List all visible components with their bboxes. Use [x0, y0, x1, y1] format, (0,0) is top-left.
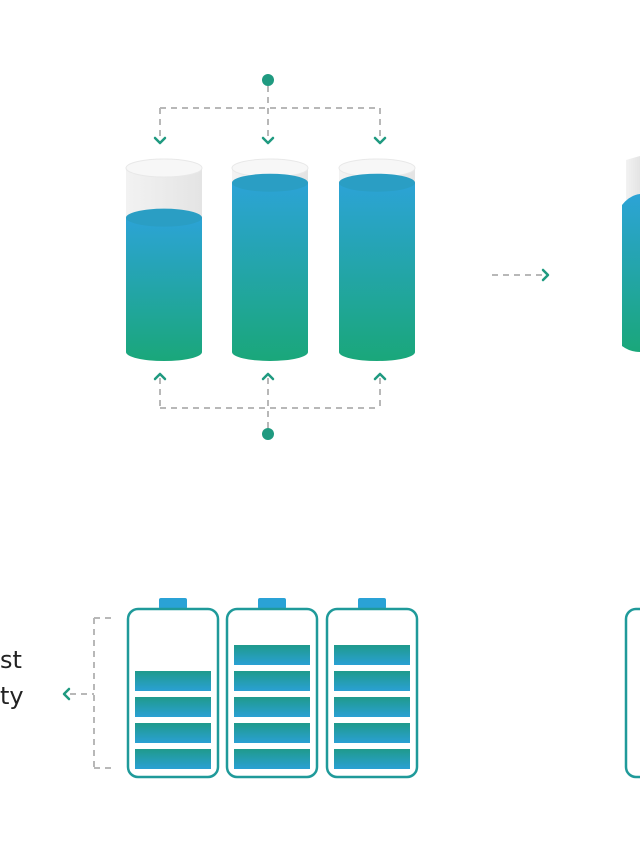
- battery-2: [225, 598, 319, 779]
- tank-1-liquid-surface: [126, 208, 202, 227]
- bottom-source-node: [262, 428, 274, 440]
- battery-2-charge-bar: [234, 697, 310, 717]
- battery-2-charge-bar: [234, 723, 310, 743]
- tank-1-liquid: [126, 217, 202, 361]
- batteries: [126, 598, 419, 779]
- battery-3-charge-bar: [334, 697, 410, 717]
- storage-tanks: [125, 158, 416, 361]
- battery-3-charge-bar: [334, 723, 410, 743]
- tank-3-liquid-surface: [339, 173, 415, 192]
- side-label-line1: st: [0, 646, 22, 674]
- next-stage-tank-partial: [622, 156, 640, 352]
- next-stage-battery-partial: [624, 607, 640, 779]
- battery-1: [126, 598, 220, 779]
- top-arrow-heads: [153, 136, 387, 145]
- tank-2: [231, 158, 309, 361]
- bottom-manifold: [159, 378, 381, 428]
- tank-2-liquid-surface: [232, 173, 308, 192]
- battery-bracket: [62, 617, 114, 769]
- battery-2-terminal: [258, 598, 286, 609]
- battery-1-charge-bar: [135, 749, 211, 769]
- battery-1-charge-bar: [135, 723, 211, 743]
- tank-3: [338, 158, 416, 361]
- battery-3-charge-bar: [334, 671, 410, 691]
- top-source-node: [262, 74, 274, 86]
- battery-2-charge-bar: [234, 671, 310, 691]
- tank-1-top: [125, 158, 203, 178]
- battery-2-charge-bar: [234, 749, 310, 769]
- battery-3-terminal: [358, 598, 386, 609]
- battery-2-charge-bar: [234, 645, 310, 665]
- flow-arrow-right: [492, 268, 550, 282]
- battery-1-terminal: [159, 598, 187, 609]
- battery-1-charge-bar: [135, 697, 211, 717]
- top-manifold: [159, 86, 381, 140]
- tank-1: [125, 158, 203, 361]
- battery-3-charge-bar: [334, 645, 410, 665]
- battery-3: [325, 598, 419, 779]
- battery-1-charge-bar: [135, 671, 211, 691]
- battery-3-charge-bar: [334, 749, 410, 769]
- tank-3-liquid: [339, 182, 415, 361]
- tank-2-liquid: [232, 182, 308, 361]
- bottom-arrow-heads: [153, 372, 387, 381]
- side-label-line2: ty: [0, 682, 24, 710]
